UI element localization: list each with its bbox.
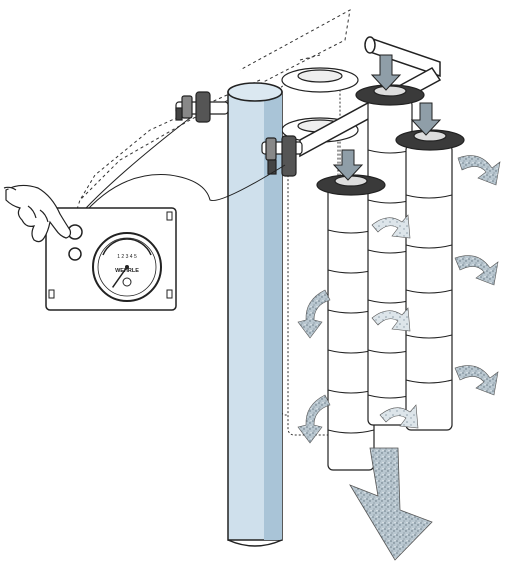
filter-cartridge-left — [328, 185, 374, 470]
pressure-gauge: 1 2 3 4 5 WEHRLE — [93, 233, 161, 301]
diaphragm-valve-upper — [176, 92, 228, 122]
filter-cartridge-right — [406, 145, 452, 430]
diaphragm-valve-lower — [262, 136, 302, 176]
gauge-scale: 1 2 3 4 5 — [117, 254, 137, 260]
indicator-button[interactable] — [69, 248, 81, 260]
